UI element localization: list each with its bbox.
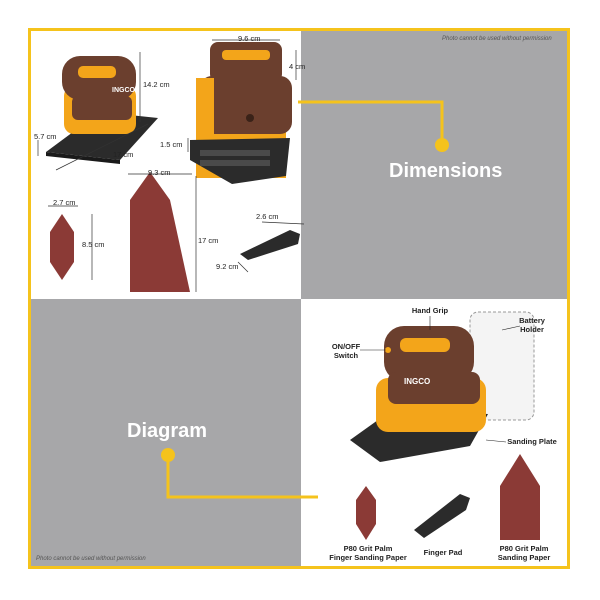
diagram-connector xyxy=(166,457,318,499)
label-sanding-plate: Sanding Plate xyxy=(507,437,557,446)
label-finger-paper-line1: P80 Grit Palm xyxy=(343,544,393,553)
label-on-off-switch: ON/OFF Switch xyxy=(328,342,364,360)
dimensions-title-panel xyxy=(301,31,567,299)
dim-pad-large-width: 9.3 cm xyxy=(148,168,171,177)
label-battery-holder-line2: Holder xyxy=(520,325,544,334)
permission-notice-top: Photo cannot be used without permission xyxy=(442,36,552,42)
label-battery-holder-line1: Battery xyxy=(519,316,545,325)
label-hand-grip: Hand Grip xyxy=(411,306,449,315)
brand-logo-front: INGCO xyxy=(112,87,136,94)
palm-sanding-paper xyxy=(500,454,540,540)
brand-logo-diagram: INGCO xyxy=(404,377,430,386)
sander-rear-view xyxy=(190,42,292,184)
permission-notice-bottom: Photo cannot be used without permission xyxy=(36,556,146,562)
diagram-title-panel xyxy=(31,299,301,566)
label-switch-line2: Switch xyxy=(333,351,359,360)
dim-battery-height: 4 cm xyxy=(289,62,306,71)
dimensions-connector-dot xyxy=(435,138,449,152)
label-palm-sanding-paper: P80 Grit Palm Sanding Paper xyxy=(492,544,556,562)
finger-pad xyxy=(414,494,470,538)
label-palm-paper-line1: P80 Grit Palm xyxy=(499,544,549,553)
label-palm-paper-line2: Sanding Paper xyxy=(497,553,551,562)
dimensions-connector xyxy=(298,100,444,143)
palm-sanding-paper-dim xyxy=(130,172,190,292)
dim-finger-pad-width: 2.6 cm xyxy=(256,212,279,221)
dim-base-height: 1.5 cm xyxy=(160,140,183,149)
diagram-connector-dot xyxy=(161,448,175,462)
label-finger-sanding-paper: P80 Grit Palm Finger Sanding Paper xyxy=(326,544,410,562)
label-finger-pad: Finger Pad xyxy=(423,548,463,557)
dim-tool-length: 17 cm xyxy=(113,150,134,159)
dim-battery-width: 9.6 cm xyxy=(238,34,261,43)
sander-front-view: INGCO xyxy=(46,56,158,164)
dimensions-title: Dimensions xyxy=(389,160,503,182)
finger-pad-dim xyxy=(240,230,300,260)
diagram-sander: INGCO xyxy=(350,311,535,462)
label-battery-holder: Battery Holder xyxy=(512,316,552,334)
dim-finger-pad-length: 9.2 cm xyxy=(216,262,239,271)
label-switch-line1: ON/OFF xyxy=(331,342,361,351)
dim-tool-height: 14.2 cm xyxy=(143,80,170,89)
finger-sanding-paper-dim xyxy=(50,214,74,280)
dim-tool-width: 5.7 cm xyxy=(34,132,57,141)
dim-pad-small-length: 8.5 cm xyxy=(82,240,105,249)
dim-pad-large-length: 17 cm xyxy=(198,236,219,245)
finger-sanding-paper xyxy=(356,486,376,540)
dim-pad-small-width: 2.7 cm xyxy=(53,198,76,207)
diagram-title: Diagram xyxy=(127,420,208,442)
label-finger-paper-line2: Finger Sanding Paper xyxy=(329,553,407,562)
